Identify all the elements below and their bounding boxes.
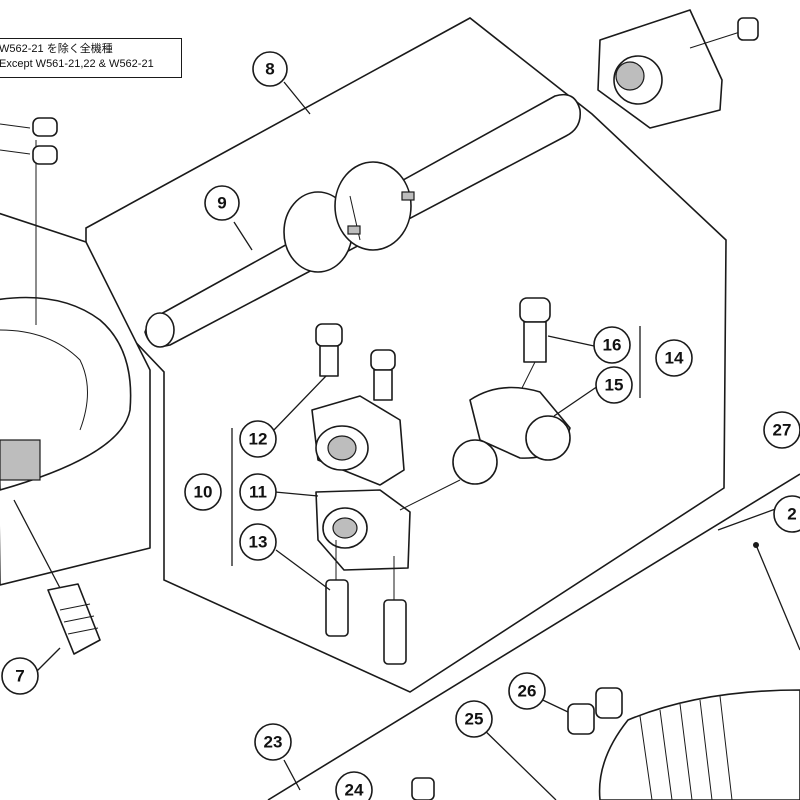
part-7-screw (13, 499, 101, 655)
leader-23 (283, 759, 301, 791)
note-box: W562-21 を除く全機種 Except W561-21,22 & W562-… (0, 38, 182, 78)
callout-9-label: 9 (217, 194, 226, 213)
callout-10-label: 10 (194, 483, 213, 502)
callout-23: 23 (254, 723, 292, 761)
callout-2x-label: 2 (787, 505, 796, 524)
callout-25-label: 25 (465, 710, 484, 729)
motor-lower-right (598, 689, 800, 800)
callout-16-label: 16 (603, 336, 622, 355)
part-26-set-screws (567, 687, 623, 735)
callout-27-label: 27 (773, 421, 792, 440)
part-13-lower-screws (325, 540, 407, 665)
note-line-japanese: W562-21 を除く全機種 (0, 43, 113, 55)
callout-23-label: 23 (264, 733, 283, 752)
callout-10: 10 (184, 473, 222, 511)
callout-13: 13 (239, 523, 277, 561)
callout-11: 11 (239, 473, 277, 511)
leader-12 (271, 375, 327, 433)
part-11-bracket-upper (311, 395, 405, 486)
part-15-ball-joint (399, 386, 571, 511)
callout-15: 15 (595, 366, 633, 404)
callout-15-label: 15 (605, 376, 624, 395)
part-9-shaft (144, 93, 582, 348)
callout-7: 7 (1, 657, 39, 695)
callout-14: 14 (655, 339, 693, 377)
callout-24: 24 (335, 771, 373, 800)
part-24-bolt (411, 777, 435, 800)
note-line-english: Except W561-21,22 & W562-21 (0, 58, 154, 70)
left-housing (0, 140, 151, 586)
leader-15 (553, 385, 599, 417)
callout-7-label: 7 (15, 667, 24, 686)
lower-right-frame (267, 473, 800, 800)
callout-26: 26 (508, 672, 546, 710)
callout-2x: 2 (773, 495, 800, 533)
clamp-top-right (597, 9, 759, 129)
callout-13-label: 13 (249, 533, 268, 552)
callout-8-label: 8 (265, 60, 274, 79)
group-8-outline (85, 17, 727, 693)
callout-27: 27 (763, 411, 800, 449)
leader-13 (275, 549, 331, 591)
leader-16 (547, 335, 595, 347)
leader-7 (35, 647, 61, 673)
part-12-upper-screws (315, 323, 396, 401)
callout-12: 12 (239, 420, 277, 458)
leader-8 (283, 81, 311, 115)
part-11-bracket-lower (315, 489, 411, 571)
leader-9 (233, 221, 253, 251)
leader-25 (475, 721, 557, 800)
callout-9: 9 (204, 185, 240, 221)
callout-14-label: 14 (665, 349, 684, 368)
callout-8: 8 (252, 51, 288, 87)
callout-16: 16 (593, 326, 631, 364)
callout-26-label: 26 (518, 682, 537, 701)
leader-11 (274, 491, 319, 497)
callout-25: 25 (455, 700, 493, 738)
callout-12-label: 12 (249, 430, 268, 449)
part-16-screw (519, 297, 551, 393)
callout-24-label: 24 (345, 781, 364, 800)
callout-11-label: 11 (249, 483, 267, 502)
set-screw-upper-left (0, 117, 58, 165)
